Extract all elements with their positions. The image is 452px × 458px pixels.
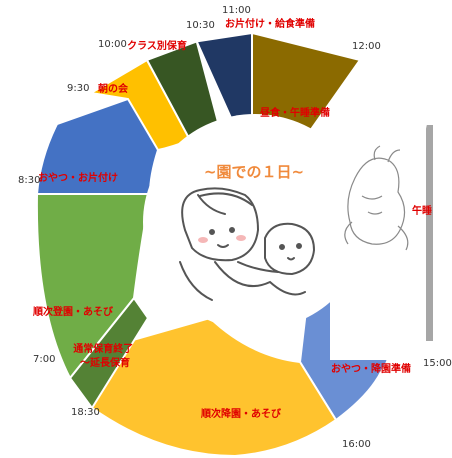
label-lunch-prep: お片付け・給食準備 <box>225 17 315 30</box>
schedule-ring <box>35 31 435 458</box>
label-snack-going-home-prep: おやつ・降園準備 <box>331 362 411 375</box>
time-1200: 12:00 <box>352 41 381 52</box>
time-0830: 8:30 <box>18 175 40 186</box>
time-labels: 11:00 10:30 10:00 9:30 8:30 7:00 18:30 1… <box>18 5 452 450</box>
label-gradual-arrival: 順次登園・あそび <box>32 305 113 318</box>
label-class-care: クラス別保育 <box>127 39 187 52</box>
time-0930: 9:30 <box>67 83 89 94</box>
time-0700: 7:00 <box>33 354 55 365</box>
label-morning-assembly: 朝の会 <box>98 82 128 95</box>
label-nap: 午睡 <box>412 204 432 217</box>
segment-labels: お片付け・給食準備 昼食・午睡準備 午睡 おやつ・降園準備 順次降園・あそび 通… <box>32 17 432 420</box>
banner-title: ~園での１日~ <box>204 163 304 181</box>
time-1830: 18:30 <box>71 407 100 418</box>
label-snack-cleanup: おやつ・お片付け <box>38 171 118 184</box>
time-1500: 15:00 <box>423 358 452 369</box>
time-1030: 10:30 <box>186 20 215 31</box>
label-gradual-going-home: 順次降園・あそび <box>200 407 281 420</box>
sleeping-lion-sketch <box>344 145 409 251</box>
time-1100: 11:00 <box>222 5 251 16</box>
nap-illustration-area <box>330 110 426 360</box>
time-1600: 16:00 <box>342 439 371 450</box>
mother-baby-illustration <box>179 187 316 301</box>
label-lunch-nap-prep: 昼食・午睡準備 <box>260 106 330 119</box>
time-1000: 10:00 <box>98 39 127 50</box>
label-extended-care: 通常保育終了 ～延長保育 <box>73 342 136 369</box>
segment-gradual-going-home <box>90 316 338 458</box>
